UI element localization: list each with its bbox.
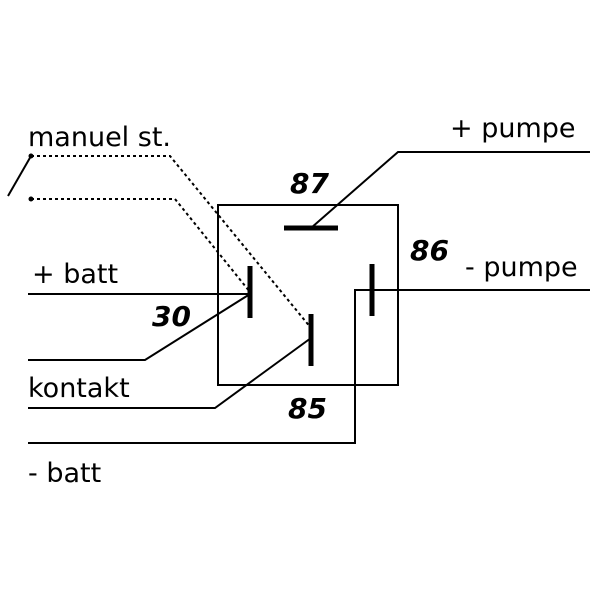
label-manuel: manuel st.: [28, 122, 171, 153]
pin-87: 87: [290, 167, 329, 200]
label-pumpe-minus: - pumpe: [465, 252, 578, 283]
pin-85: 85: [288, 392, 327, 425]
pin-86: 86: [410, 234, 449, 267]
dotted-line-lower: [31, 198, 251, 293]
pin-30: 30: [152, 300, 191, 333]
wire-30-out: [28, 293, 251, 361]
wire-pumpe-plus: [310, 151, 590, 229]
wire-kontakt: [28, 337, 312, 409]
label-pumpe-plus: + pumpe: [450, 113, 576, 144]
label-batt-plus: + batt: [32, 259, 118, 290]
wire-batt-minus: [28, 289, 372, 444]
manual-switch-lever: [7, 155, 32, 197]
label-batt-minus: - batt: [28, 458, 101, 489]
label-kontakt: kontakt: [28, 373, 130, 404]
dotted-line-upper: [31, 155, 312, 329]
